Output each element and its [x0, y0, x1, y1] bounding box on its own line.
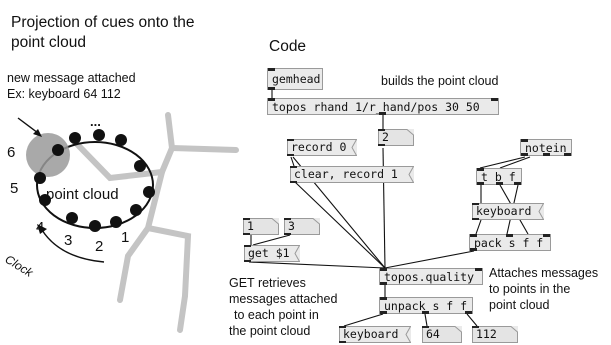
left-title-line2: point cloud [11, 34, 86, 51]
cord [290, 156, 295, 167]
pd-number-3[interactable]: 3 [284, 218, 320, 235]
pd-number-3-label: 3 [288, 219, 295, 233]
cord [475, 219, 482, 235]
cord [499, 156, 531, 169]
cord [252, 234, 291, 246]
stick-figure [72, 112, 239, 333]
pd-number-2-label: 2 [382, 130, 389, 144]
cloud-point [69, 132, 81, 144]
cloud-point [93, 129, 105, 141]
pd-message-clear-record-label: clear, record 1 [294, 167, 398, 181]
cloud-point [115, 134, 127, 146]
highlight-circle [26, 133, 70, 177]
cord [384, 250, 475, 269]
pd-object-pack-label: pack s f f [474, 236, 544, 250]
get-desc-line4: the point cloud [229, 324, 311, 338]
note-arrow-head [33, 129, 42, 137]
pd-number-64[interactable]: 64 [422, 326, 462, 343]
pd-number-112[interactable]: 112 [472, 326, 518, 343]
pd-number-64-label: 64 [426, 327, 440, 341]
note-line2: Ex: keyboard 64 112 [7, 87, 121, 101]
pd-message-get-label: get $1 [248, 246, 290, 260]
get-desc-line3: to each point in [234, 308, 319, 322]
pd-object-notein[interactable]: notein [520, 139, 572, 156]
cloud-points [34, 129, 155, 232]
cloud-point [110, 216, 122, 228]
cord [343, 313, 384, 327]
cloud-ellipsis: ... [90, 114, 101, 129]
pd-number-1[interactable]: 1 [243, 218, 279, 235]
cloud-point [134, 160, 146, 172]
pd-object-gemhead[interactable]: gemhead [267, 68, 323, 90]
cloud-number-4: 4 [36, 219, 45, 236]
pd-message-record-0-label: record 0 [291, 140, 347, 154]
clock-arrow [41, 229, 105, 263]
pd-object-t-b-f[interactable]: t b f [476, 168, 522, 185]
pd-object-topos-quality-label: topos.quality [384, 270, 475, 284]
pd-message-keyboard[interactable]: keyboard [472, 203, 544, 220]
code-title: Code [269, 38, 307, 55]
get-desc-line1: GET retrieves [229, 276, 306, 290]
pd-message-get[interactable]: get $1 [244, 245, 300, 262]
pd-number-112-label: 112 [476, 327, 497, 341]
attach-desc-line1: Attaches messages [489, 266, 599, 280]
pd-object-gemhead-label: gemhead [272, 72, 321, 86]
pd-message-keyboard-label: keyboard [476, 204, 532, 218]
cloud-point [52, 144, 64, 156]
cloud-point [66, 212, 78, 224]
pd-object-unpack[interactable]: unpack s f f [379, 297, 473, 314]
attach-desc-line3: point cloud [489, 298, 550, 312]
cloud-label: point cloud [46, 186, 119, 203]
note-line1: new message attached [7, 71, 136, 85]
cloud-point [34, 172, 46, 184]
builds-label: builds the point cloud [381, 74, 499, 88]
cloud-point [39, 194, 51, 206]
cord [248, 261, 386, 269]
pd-object-unpack-label: unpack s f f [384, 299, 468, 313]
pd-object-topos-rhand-label: topos rhand 1/r_hand/pos 30 50 [272, 100, 480, 114]
cloud-number-5: 5 [10, 180, 19, 197]
pd-message-out-keyboard-label: keyboard [343, 327, 399, 341]
cloud-point [130, 204, 142, 216]
cord [424, 313, 428, 327]
cloud-number-1: 1 [121, 229, 130, 246]
pd-object-t-b-f-label: t b f [481, 170, 516, 184]
pd-number-1-label: 1 [247, 219, 254, 233]
pd-object-topos-rhand[interactable]: topos rhand 1/r_hand/pos 30 50 [267, 98, 499, 115]
pd-object-topos-quality[interactable]: topos.quality [379, 268, 483, 285]
get-desc-line2: messages attached [229, 292, 338, 306]
attach-desc-line2: to points in the [489, 282, 571, 296]
cord [294, 181, 386, 269]
pd-message-record-0[interactable]: record 0 [287, 139, 357, 156]
pd-message-clear-record[interactable]: clear, record 1 [290, 166, 414, 183]
cloud-number-2: 2 [95, 238, 104, 255]
cloud-point [143, 186, 155, 198]
pd-number-2[interactable]: 2 [378, 129, 414, 146]
cloud-point [89, 220, 101, 232]
cloud-number-3: 3 [64, 232, 73, 249]
pd-object-pack[interactable]: pack s f f [469, 234, 551, 251]
cloud-number-6: 6 [7, 144, 16, 161]
pd-object-notein-label: notein [525, 141, 567, 155]
left-title-line1: Projection of cues onto the [11, 14, 195, 31]
pd-message-out-keyboard[interactable]: keyboard [339, 326, 411, 343]
note-arrow [17, 117, 39, 134]
cord [479, 156, 526, 169]
cord [466, 313, 478, 327]
clock-arrow-head [37, 224, 47, 234]
